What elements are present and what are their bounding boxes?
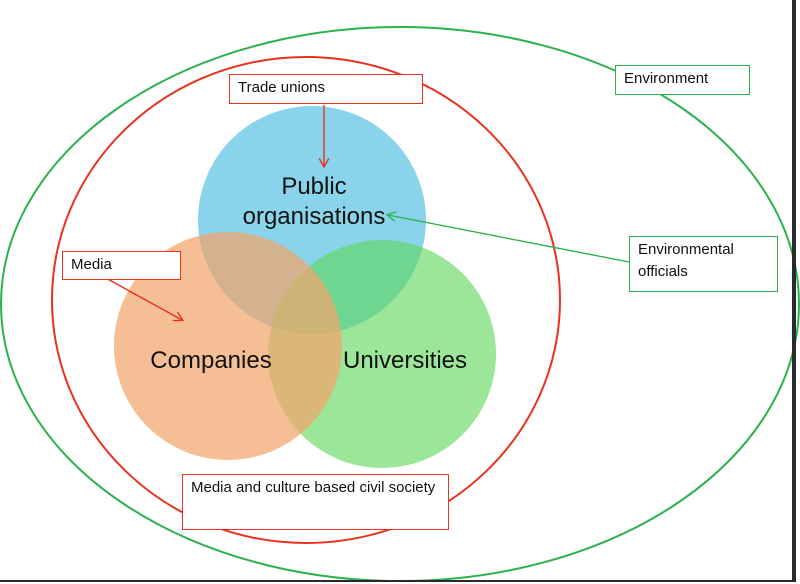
environmental-officials-label-box: Environmental officials — [629, 236, 778, 292]
environment-label-box: Environment — [615, 65, 750, 95]
environmental-officials-arrow — [388, 215, 630, 263]
companies-label: Companies — [150, 347, 272, 374]
media-arrow — [103, 276, 182, 320]
public-organisations-label: Public organisations — [242, 173, 386, 230]
universities-label: Universities — [342, 347, 468, 374]
civil-society-ellipse — [51, 56, 561, 544]
trade-unions-label-box: Trade unions — [229, 74, 423, 104]
companies-circle — [114, 232, 342, 460]
civil-society-label-box: Media and culture based civil society — [182, 474, 449, 530]
media-label-box: Media — [62, 251, 181, 280]
